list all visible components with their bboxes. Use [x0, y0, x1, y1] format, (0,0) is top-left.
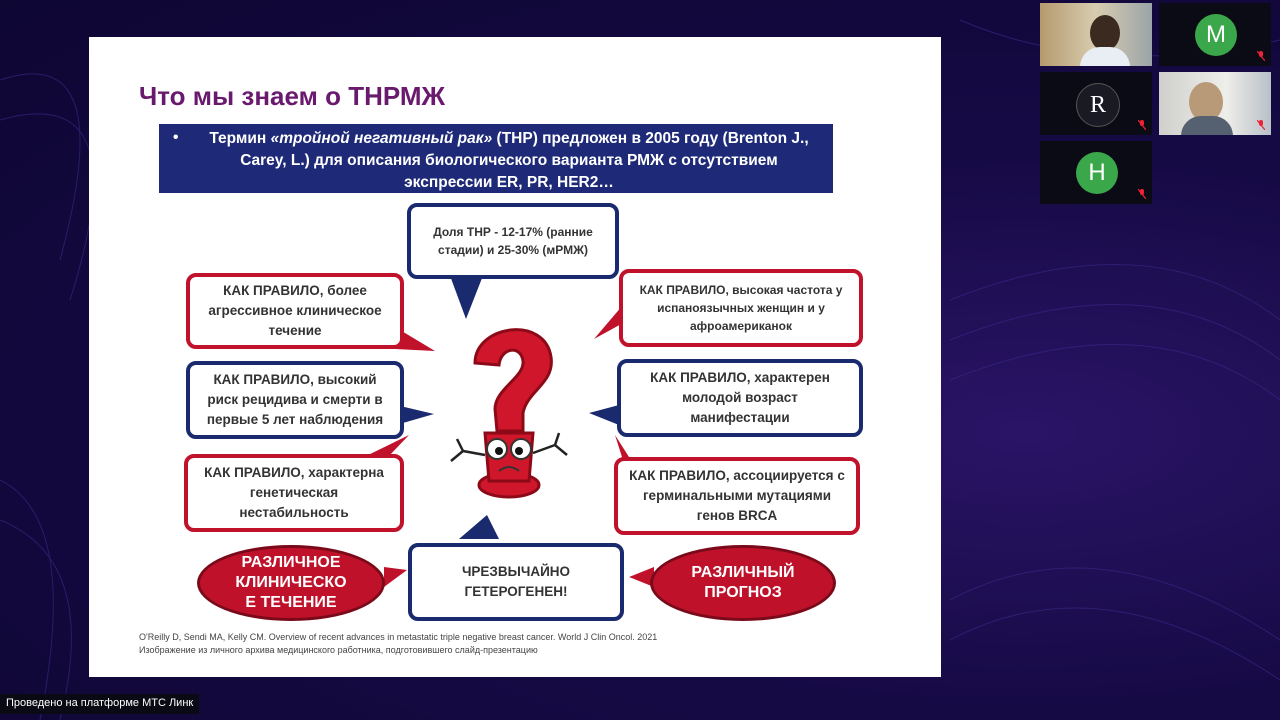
ethnicity-text: КАК ПРАВИЛО, высокая частота у испаноязы…	[639, 283, 843, 333]
participant-video-tile-2[interactable]	[1159, 72, 1271, 135]
share-text: Доля ТНР - 12-17% (ранние стадии) и 25-3…	[433, 225, 593, 257]
young-age-text: КАК ПРАВИЛО, характерен молодой возраст …	[650, 370, 830, 425]
brca-bubble: КАК ПРАВИЛО, ассоциируется с герминальны…	[614, 457, 860, 535]
ethnicity-bubble: КАК ПРАВИЛО, высокая частота у испаноязы…	[619, 269, 863, 347]
participant-tile-m[interactable]: M	[1159, 3, 1271, 66]
clinical-course-text: РАЗЛИЧНОЕ КЛИНИЧЕСКО Е ТЕЧЕНИЕ	[235, 554, 347, 611]
genetic-instability-bubble: КАК ПРАВИЛО, характерна генетическая нес…	[184, 454, 404, 532]
mic-muted-icon	[1257, 120, 1265, 130]
banner-suffix: (ТНР) предложен в 2005 году (Brenton J.,…	[240, 130, 809, 191]
person-head	[1189, 82, 1223, 122]
participant-video-tile-1[interactable]	[1040, 3, 1152, 66]
share-bubble: Доля ТНР - 12-17% (ранние стадии) и 25-3…	[407, 203, 619, 279]
person-body	[1080, 47, 1130, 66]
definition-banner: • Термин «тройной негативный рак» (ТНР) …	[159, 124, 833, 193]
brca-text: КАК ПРАВИЛО, ассоциируется с герминальны…	[629, 468, 845, 523]
recurrence-risk-text: КАК ПРАВИЛО, высокий риск рецидива и сме…	[206, 372, 384, 427]
presentation-slide: Что мы знаем о ТНРМЖ • Термин «тройной н…	[89, 37, 941, 677]
question-mark-mascot-icon	[450, 328, 568, 499]
person-body	[1181, 116, 1233, 135]
citation: O'Reilly D, Sendi MA, Kelly CM. Overview…	[139, 631, 657, 657]
aggressive-course-bubble: КАК ПРАВИЛО, более агрессивное клиническ…	[186, 273, 404, 349]
aggressive-course-text: КАК ПРАВИЛО, более агрессивное клиническ…	[208, 283, 382, 338]
mic-muted-icon	[1257, 51, 1265, 61]
avatar: M	[1195, 14, 1237, 56]
slide-title: Что мы знаем о ТНРМЖ	[139, 81, 446, 111]
heterogeneous-text: ЧРЕЗВЫЧАЙНО ГЕТЕРОГЕНЕН!	[461, 564, 571, 599]
citation-source: O'Reilly D, Sendi MA, Kelly CM. Overview…	[139, 632, 658, 642]
heterogeneous-bubble: ЧРЕЗВЫЧАЙНО ГЕТЕРОГЕНЕН!	[408, 543, 624, 621]
mic-muted-icon	[1138, 189, 1146, 199]
recurrence-risk-bubble: КАК ПРАВИЛО, высокий риск рецидива и сме…	[186, 361, 404, 439]
citation-image-note: Изображение из личного архива медицинско…	[139, 645, 538, 655]
genetic-instability-text: КАК ПРАВИЛО, характерна генетическая нес…	[204, 465, 384, 520]
avatar-logo: R	[1076, 83, 1120, 127]
bullet: •	[173, 129, 179, 146]
person-head	[1090, 15, 1120, 51]
banner-prefix: Термин	[209, 130, 271, 147]
prognosis-oval: РАЗЛИЧНЫЙ ПРОГНОЗ	[650, 545, 836, 621]
clinical-course-oval: РАЗЛИЧНОЕ КЛИНИЧЕСКО Е ТЕЧЕНИЕ	[197, 545, 385, 621]
banner-italic-term: «тройной негативный рак»	[270, 130, 493, 147]
mic-muted-icon	[1138, 120, 1146, 130]
prognosis-text: РАЗЛИЧНЫЙ ПРОГНОЗ	[691, 564, 795, 601]
platform-footer: Проведено на платформе МТС Линк	[0, 694, 200, 714]
participant-tile-h[interactable]: H	[1040, 141, 1152, 204]
avatar: H	[1076, 152, 1118, 194]
young-age-bubble: КАК ПРАВИЛО, характерен молодой возраст …	[617, 359, 863, 437]
participant-tile-r[interactable]: R	[1040, 72, 1152, 135]
